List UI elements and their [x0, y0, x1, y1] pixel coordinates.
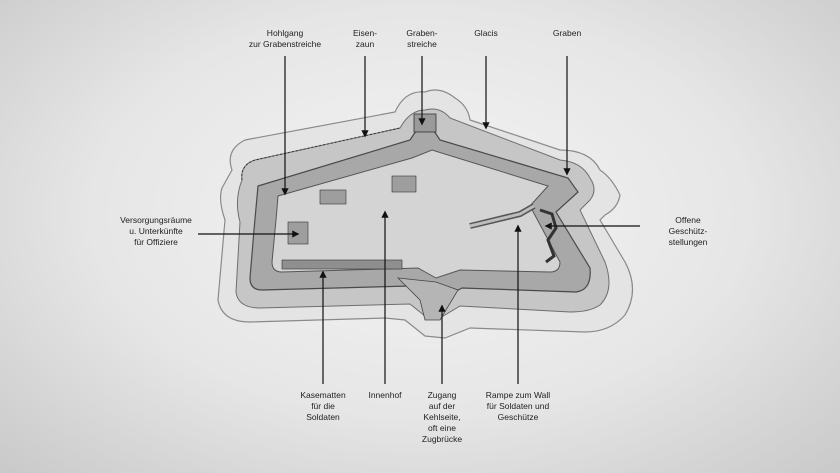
inner-buildings-2: [391, 175, 417, 193]
label-innenhof: Innenhof: [368, 390, 402, 400]
label-rampe: Rampe zum Wall für Soldaten und Geschütz…: [485, 390, 551, 422]
label-zugang: Zugang auf der Kehlseite, oft eine Zugbr…: [421, 390, 463, 444]
leader-lines: [198, 56, 640, 384]
casemates-block: [281, 259, 403, 270]
gun-positions: [539, 208, 558, 264]
label-glacis: Glacis: [474, 28, 498, 38]
label-graben: Graben: [552, 28, 582, 38]
inner-buildings: [319, 189, 347, 205]
grabenstreiche-structure: [413, 113, 437, 133]
label-kasematten: Kasematten für die Soldaten: [300, 390, 346, 422]
label-geschuetzstellungen: Offene Geschütz- stellungen: [668, 215, 708, 247]
officer-quarters: [287, 221, 309, 245]
label-versorgungsraeume: Versorgungsräume u. Unterkünfte für Offi…: [120, 215, 192, 247]
label-hohlgang: Hohlgang zur Grabenstreiche: [248, 28, 322, 49]
inner-yard: [271, 149, 561, 279]
label-grabenstreiche: Graben- streiche: [406, 28, 438, 49]
label-eisenzaun: Eisen- zaun: [352, 28, 378, 49]
